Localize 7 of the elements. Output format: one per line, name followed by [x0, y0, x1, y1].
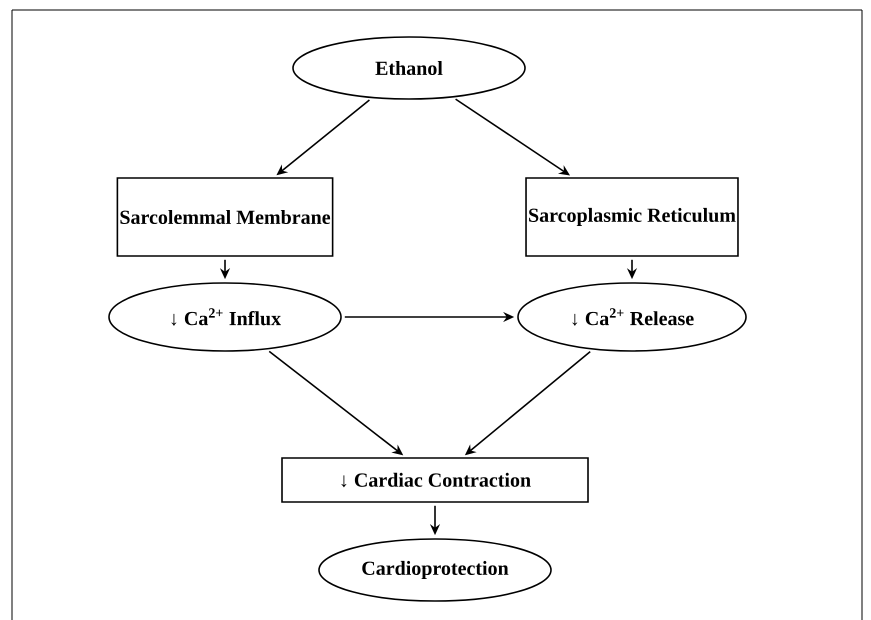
process-box: Sarcolemmal Membrane [116, 177, 334, 257]
ellipse-node: ↓ Ca$^{2+}$ Influx [108, 282, 342, 352]
ellipse-node: Cardioprotection [318, 538, 552, 602]
process-box: ↓ Cardiac Contraction [281, 457, 589, 503]
ellipse-node: ↓ Ca$^{2+}$ Release [517, 282, 747, 352]
ellipse-node: Ethanol [292, 36, 526, 100]
process-box: Sarcoplasmic Reticulum [525, 177, 739, 257]
